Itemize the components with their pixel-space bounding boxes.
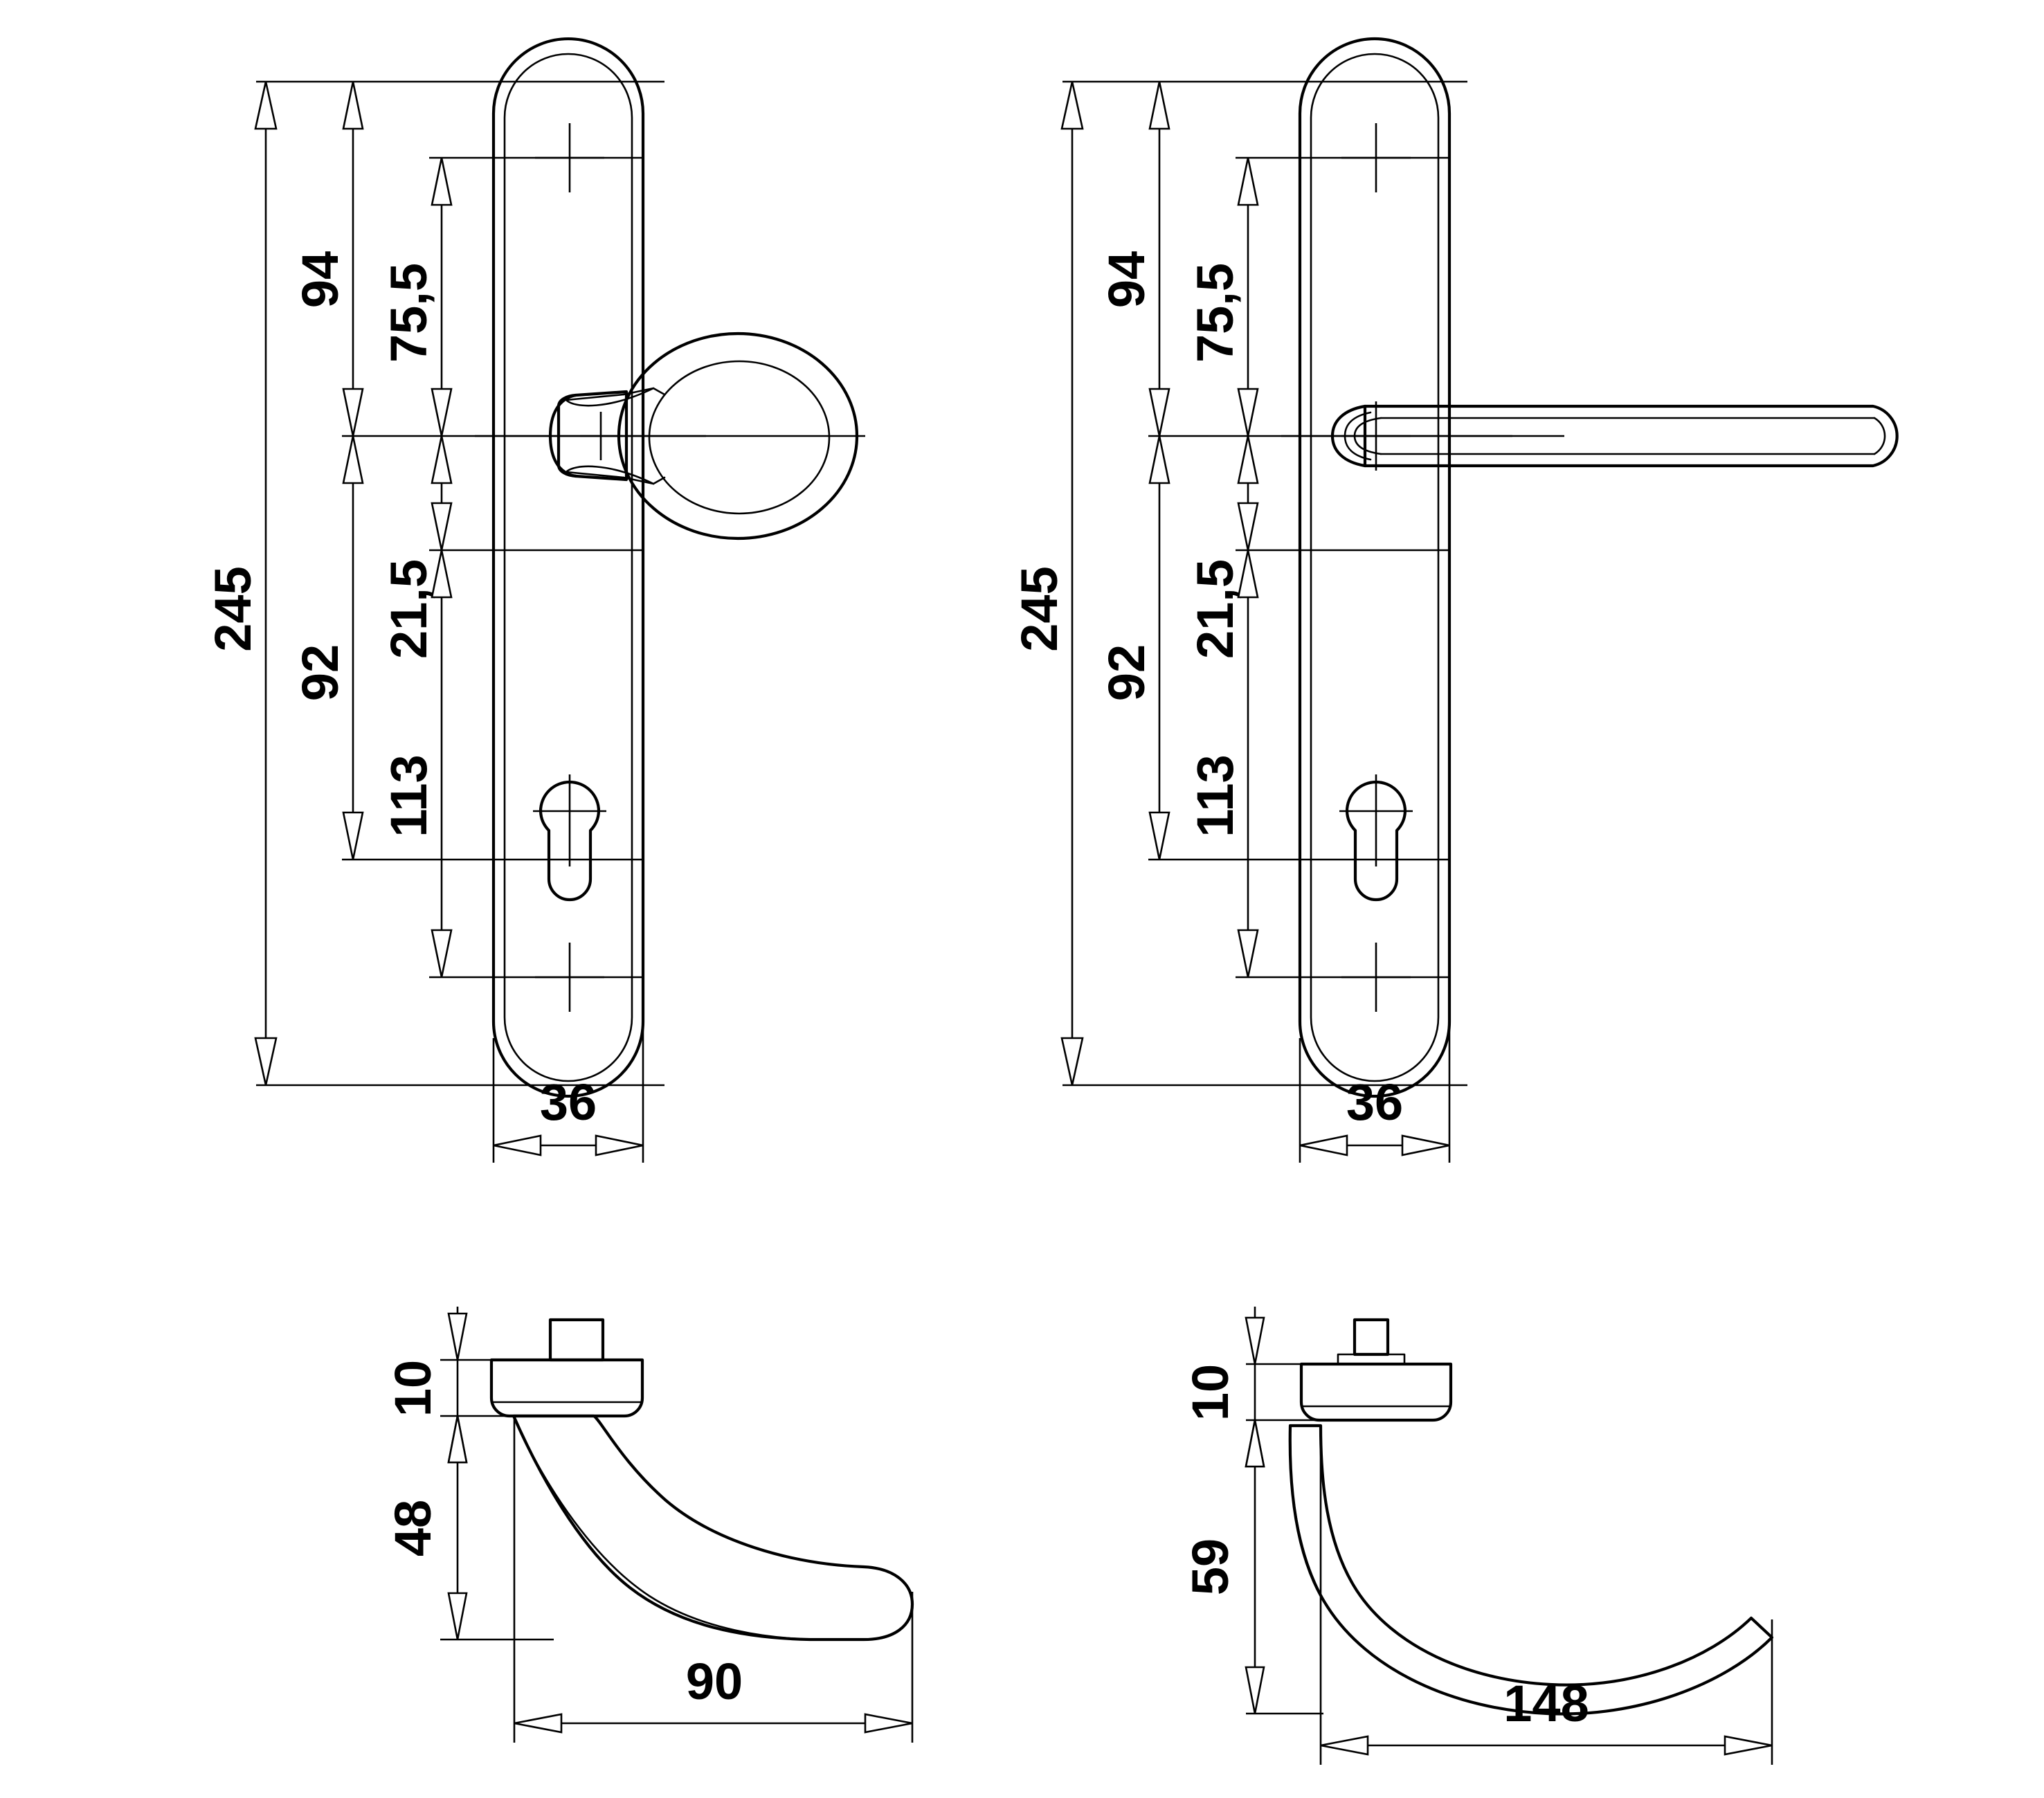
dimension-59-bottom-right: 59 <box>1182 1419 1265 1714</box>
dimension-label-92-right: 92 <box>1098 644 1155 701</box>
spindle-stub-right <box>1337 1318 1406 1365</box>
extension-lines-left-view <box>256 80 706 1087</box>
lever-body-side-right <box>1288 1424 1774 1716</box>
dimension-755-right: 75,5 <box>1186 157 1259 437</box>
dimension-245-right: 245 <box>1011 81 1084 1086</box>
dimension-90-bottom-left: 90 <box>513 1419 914 1743</box>
dimension-215-left: 21,5 <box>380 435 453 659</box>
dimension-label-48-bottom-left: 48 <box>384 1500 442 1556</box>
dimension-36-left: 36 <box>492 1021 644 1163</box>
dimension-label-10-bottom-right: 10 <box>1182 1364 1239 1421</box>
extension-lines-bottom-left-view <box>440 1359 554 1641</box>
dimension-label-215-right: 21,5 <box>1186 559 1244 659</box>
dimension-label-148-bottom-right: 148 <box>1503 1675 1589 1732</box>
dimension-148-bottom-right: 148 <box>1319 1426 1773 1765</box>
dimension-755-left: 75,5 <box>380 157 453 437</box>
spindle-stub-left <box>548 1318 605 1362</box>
dimension-92-left: 92 <box>291 435 364 860</box>
dimension-label-113-left: 113 <box>380 754 437 837</box>
dimension-label-10-bottom-left: 10 <box>384 1360 442 1417</box>
dimension-48-bottom-left: 48 <box>384 1415 468 1640</box>
dimension-label-92-left: 92 <box>291 644 349 701</box>
view-knob-plate-front: 245 94 92 75,5 21,5 <box>204 37 865 1163</box>
extension-lines-bottom-right-view <box>1246 1363 1357 1715</box>
view-lever-plate-front: 245 94 92 75,5 21,5 <box>1011 37 1899 1163</box>
dimension-94-right: 94 <box>1098 81 1170 437</box>
view-knob-side: 10 48 90 <box>384 1307 914 1743</box>
dimension-36-right: 36 <box>1299 1021 1451 1163</box>
dimension-113-left: 113 <box>380 550 453 978</box>
dimension-92-right: 92 <box>1098 435 1170 860</box>
dimension-245-left: 245 <box>204 81 278 1086</box>
dimension-label-245-right: 245 <box>1011 566 1068 651</box>
rose-block-right <box>1299 1362 1453 1422</box>
euro-cylinder-keyhole-left <box>533 774 606 902</box>
dimension-label-755-left: 75,5 <box>380 263 437 363</box>
extension-lines-right-view <box>1062 80 1512 1087</box>
dimension-113-right: 113 <box>1186 550 1259 978</box>
dimension-215-right: 21,5 <box>1186 435 1259 659</box>
dimension-label-245-left: 245 <box>204 566 262 651</box>
dimension-label-36-right: 36 <box>1346 1073 1403 1131</box>
dimension-label-36-left: 36 <box>540 1073 597 1131</box>
dimension-label-755-right: 75,5 <box>1186 263 1244 363</box>
dimension-94-left: 94 <box>291 81 364 437</box>
dimension-label-94-left: 94 <box>291 251 349 308</box>
euro-cylinder-keyhole-right <box>1339 774 1413 902</box>
knob-body-side-left <box>512 1414 914 1642</box>
escutcheon-plate-left <box>491 37 645 1098</box>
dimension-label-59-bottom-right: 59 <box>1182 1538 1239 1595</box>
dimension-label-94-right: 94 <box>1098 251 1155 308</box>
dimension-label-113-right: 113 <box>1186 754 1244 837</box>
view-lever-side: 10 59 148 <box>1182 1307 1774 1765</box>
dimension-label-215-left: 21,5 <box>380 559 437 659</box>
escutcheon-plate-right <box>1298 37 1451 1098</box>
rose-block-left <box>489 1358 644 1418</box>
dimension-label-90-bottom-left: 90 <box>686 1653 743 1710</box>
